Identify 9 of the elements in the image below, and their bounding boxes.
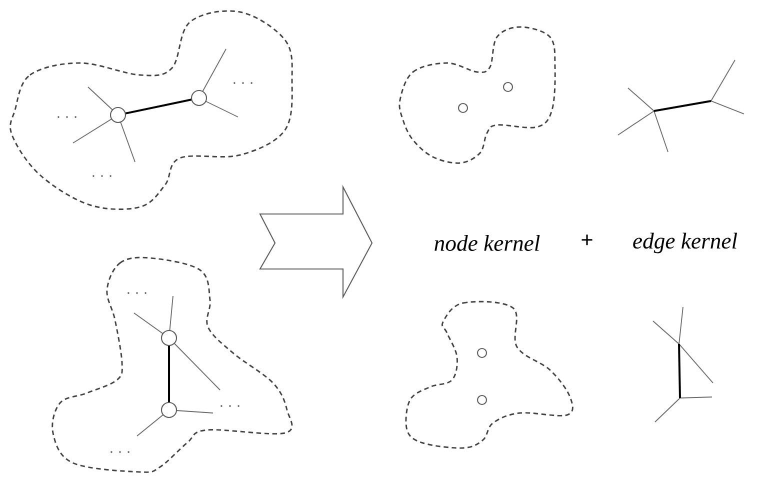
ellipsis-label: . . . xyxy=(220,405,240,407)
ellipsis-label: . . . xyxy=(234,82,252,84)
kernel-label: edge kernel xyxy=(633,232,738,254)
plus-sign: + xyxy=(582,234,592,246)
ellipsis-label: . . . xyxy=(110,451,130,453)
ellipsis-label: . . . xyxy=(128,292,146,294)
ellipsis-label: . . . xyxy=(58,116,76,118)
ellipsis-label: . . . xyxy=(92,175,112,177)
kernel-label: node kernel xyxy=(434,235,540,251)
